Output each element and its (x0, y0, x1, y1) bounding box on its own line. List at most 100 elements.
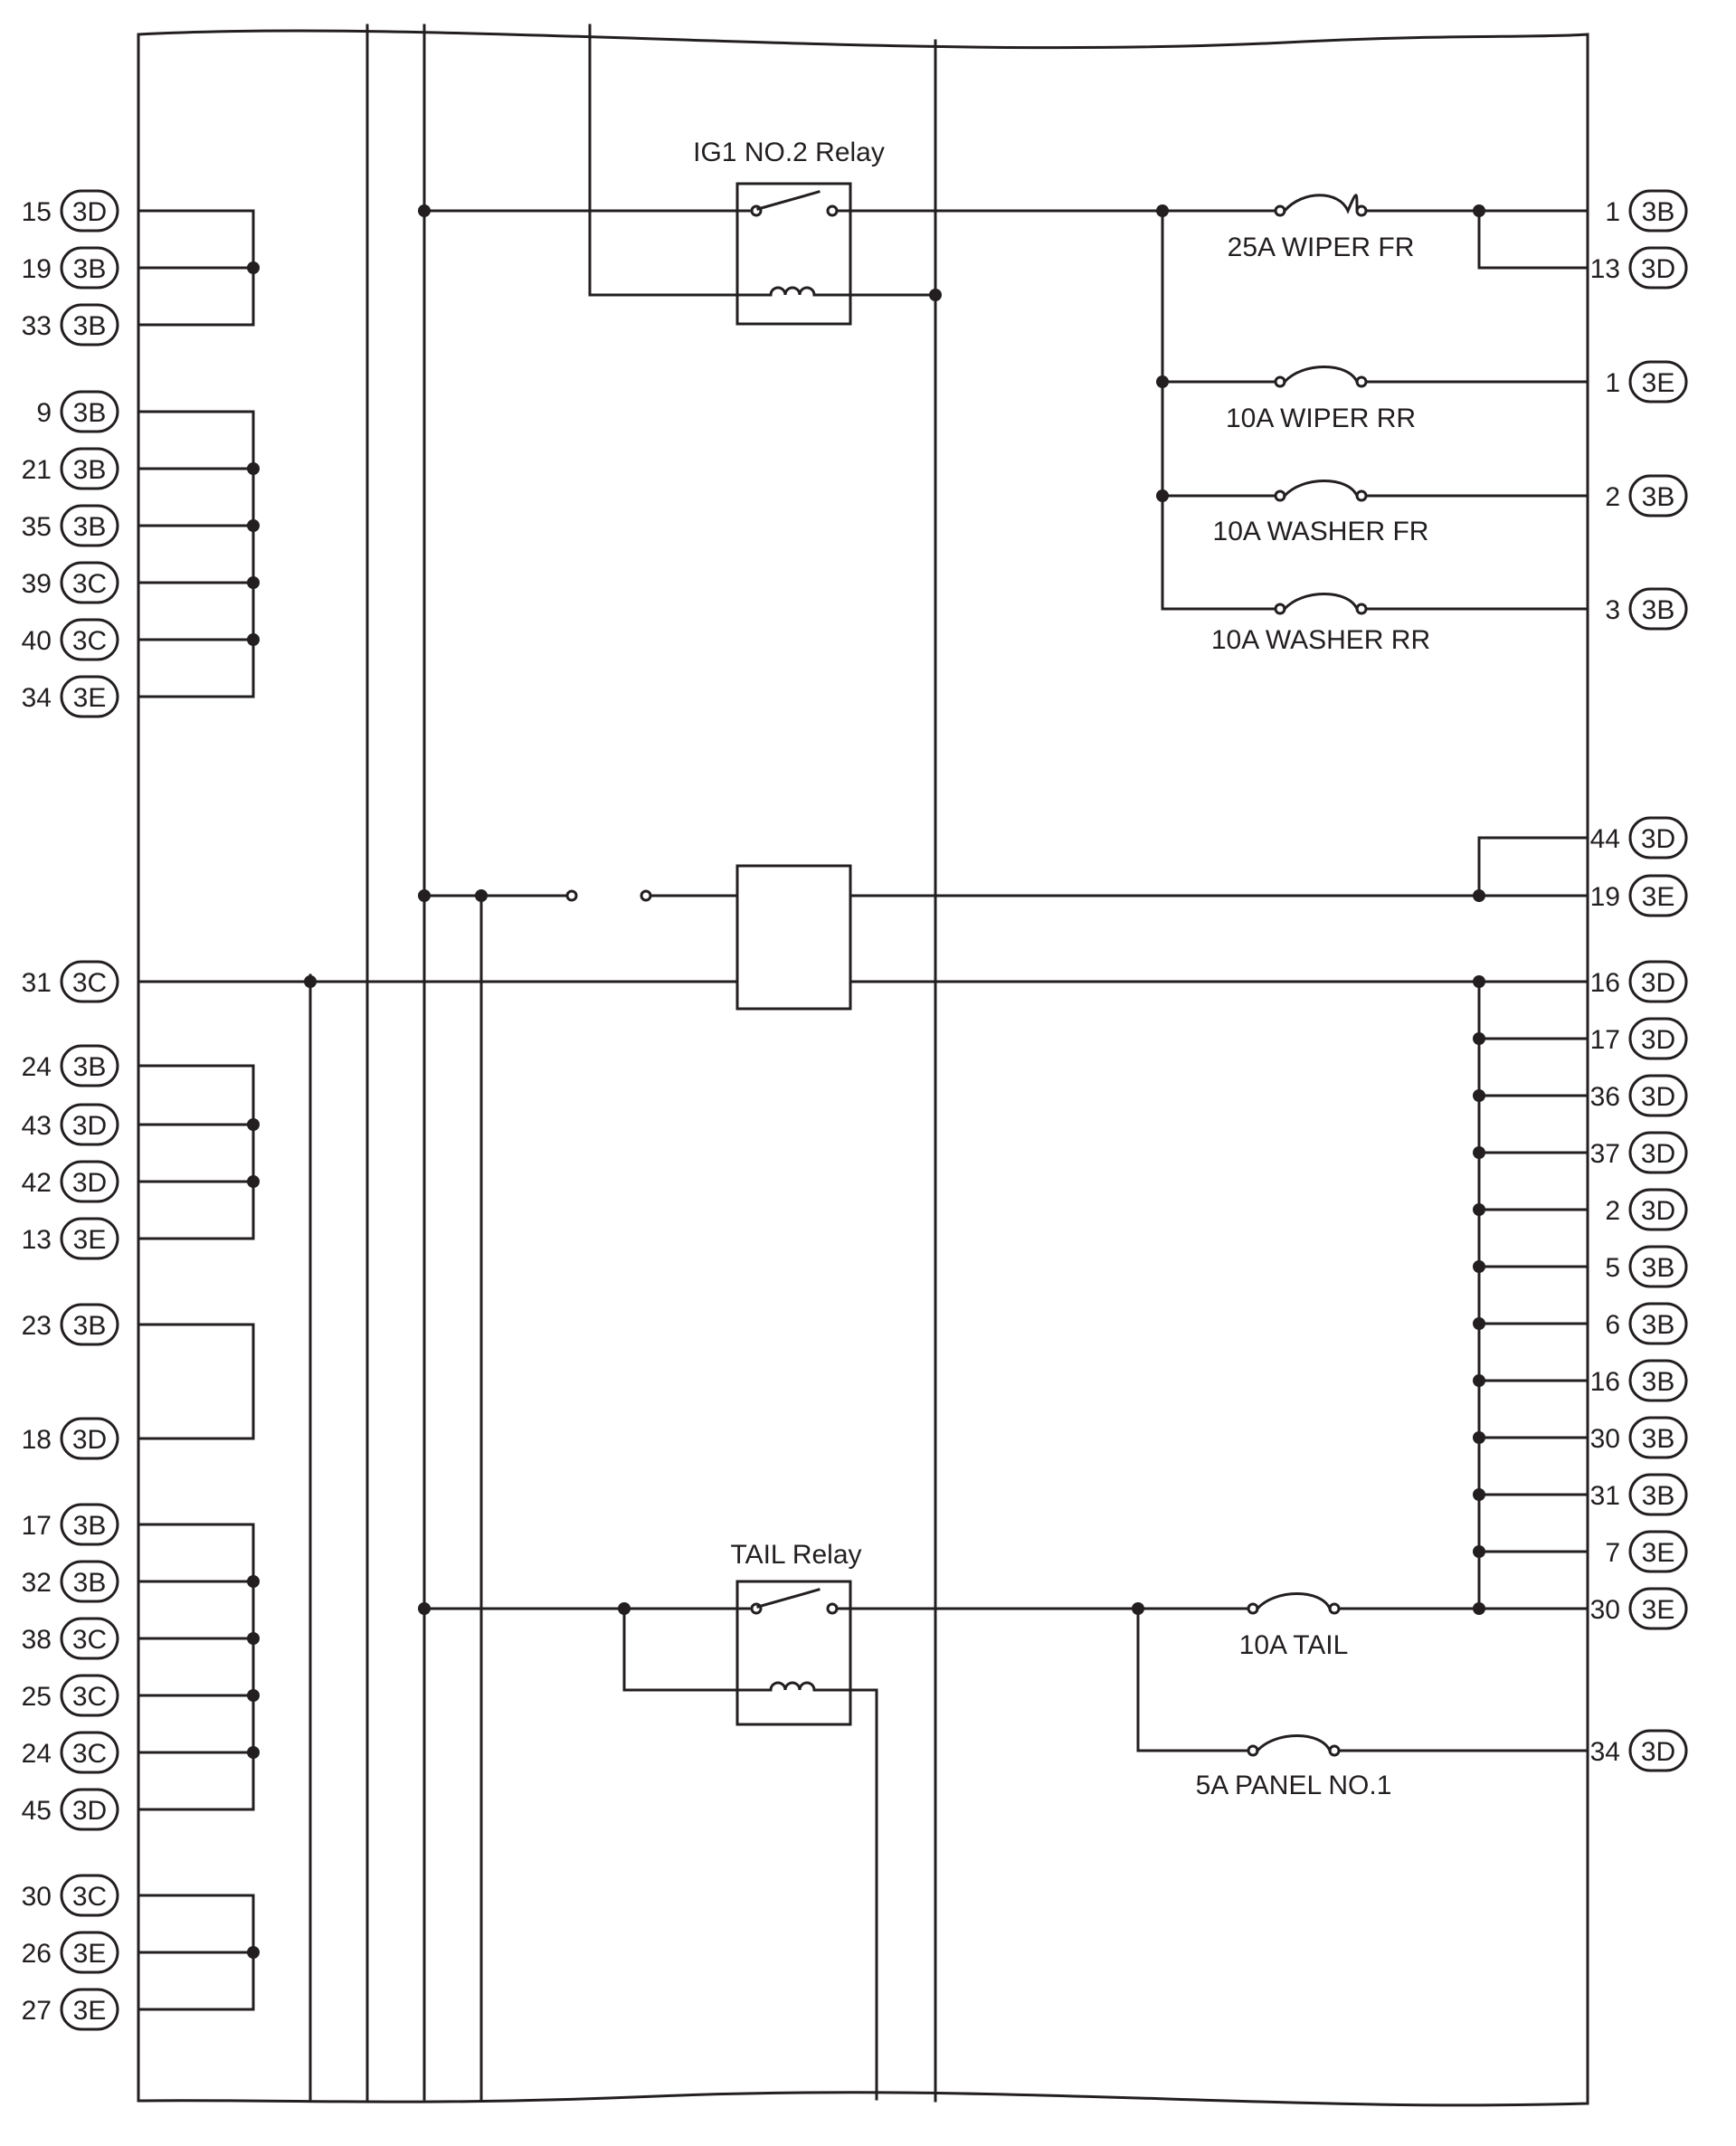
connector-badge (60, 618, 119, 661)
pin-number: 24 (22, 1739, 52, 1769)
connector-badge (60, 1044, 119, 1087)
right-bus-taps (1473, 975, 1589, 1615)
connector-code: 3E (1642, 1595, 1675, 1625)
left-pin: 32 3B (22, 1560, 119, 1603)
connector-code: 3D (1641, 824, 1675, 854)
connector-code: 3C (72, 626, 107, 656)
pin-number: 16 (1590, 968, 1620, 998)
connector-code: 3B (1642, 595, 1675, 625)
connector-badge (60, 1617, 119, 1660)
pin-number: 30 (1590, 1424, 1620, 1454)
connector-code: 3D (72, 1168, 107, 1198)
pin-number: 24 (22, 1052, 52, 1082)
pin-number: 21 (22, 455, 52, 485)
pin-number: 30 (1590, 1595, 1620, 1625)
connector-code: 3E (73, 683, 107, 713)
tail-relay-label: TAIL Relay (730, 1540, 861, 1570)
connector-code: 3C (72, 1625, 107, 1655)
connector-code: 3B (73, 512, 107, 542)
pin-number: 13 (22, 1225, 52, 1255)
connector-badge (1628, 587, 1688, 631)
connector-code: 3B (73, 1568, 107, 1598)
pin-number: 40 (22, 626, 52, 656)
connector-badge (1628, 1416, 1688, 1459)
connector-code: 3C (72, 1882, 107, 1912)
connector-code: 3B (1642, 1253, 1675, 1283)
pin-number: 3 (1605, 595, 1620, 625)
connector-badge (60, 1788, 119, 1831)
pin-number: 7 (1605, 1538, 1620, 1568)
connector-code: 3D (1641, 1196, 1675, 1226)
pin-number: 30 (22, 1882, 52, 1912)
connector-code: 3C (72, 569, 107, 599)
connector-badge (60, 561, 119, 604)
connector-badge (1628, 1131, 1688, 1174)
pin-number: 34 (1590, 1737, 1620, 1767)
connector-code: 3B (1642, 482, 1675, 512)
connector-badge (60, 1674, 119, 1717)
left-pin: 40 3C (22, 618, 119, 661)
right-pin: 3 3B (1605, 587, 1688, 631)
connector-badge (60, 1303, 119, 1346)
left-pin: 39 3C (22, 561, 119, 604)
left-pin: 21 3B (22, 447, 119, 490)
connector-badge (60, 246, 119, 290)
fuse-panel-no1-label: 5A PANEL NO.1 (1196, 1771, 1392, 1800)
pin-number: 31 (1590, 1481, 1620, 1511)
connector-code: 3E (1642, 368, 1675, 398)
connector-badge (60, 1217, 119, 1260)
pin-number: 37 (1590, 1139, 1620, 1169)
connector-code: 3B (1642, 1310, 1675, 1340)
connector-badge (1628, 1530, 1688, 1573)
connector-badge (1628, 474, 1688, 518)
pin-number: 25 (22, 1682, 52, 1712)
connector-code: 3E (1642, 882, 1675, 912)
connector-badge (60, 1931, 119, 1974)
connector-badge (60, 189, 119, 233)
connector-badge (1628, 1017, 1688, 1060)
pin-number: 35 (22, 512, 52, 542)
fuse-junction-dots (1156, 204, 1589, 502)
connector-code: 3B (73, 311, 107, 341)
connector-code: 3D (1641, 1025, 1675, 1055)
connector-code: 3E (73, 1225, 107, 1255)
connector-code: 3D (72, 197, 107, 227)
middle-relay-block (137, 836, 1589, 1610)
connector-code: 3E (1642, 1538, 1675, 1568)
connector-badge (60, 390, 119, 433)
connector-code: 3B (73, 455, 107, 485)
connector-badge (60, 1103, 119, 1146)
pin-number: 19 (22, 254, 52, 284)
connector-code: 3B (1642, 1367, 1675, 1397)
pin-number: 39 (22, 569, 52, 599)
pin-number: 32 (22, 1568, 52, 1598)
connector-code: 3B (1642, 197, 1675, 227)
connector-code: 3B (73, 1052, 107, 1082)
connector-badge (1628, 1245, 1688, 1288)
pin-number: 23 (22, 1311, 52, 1341)
connector-code: 3D (72, 1796, 107, 1826)
connector-badge (60, 1160, 119, 1203)
pin-number: 26 (22, 1939, 52, 1969)
fuse-wiper-fr: 25A WIPER FR (1161, 194, 1589, 611)
